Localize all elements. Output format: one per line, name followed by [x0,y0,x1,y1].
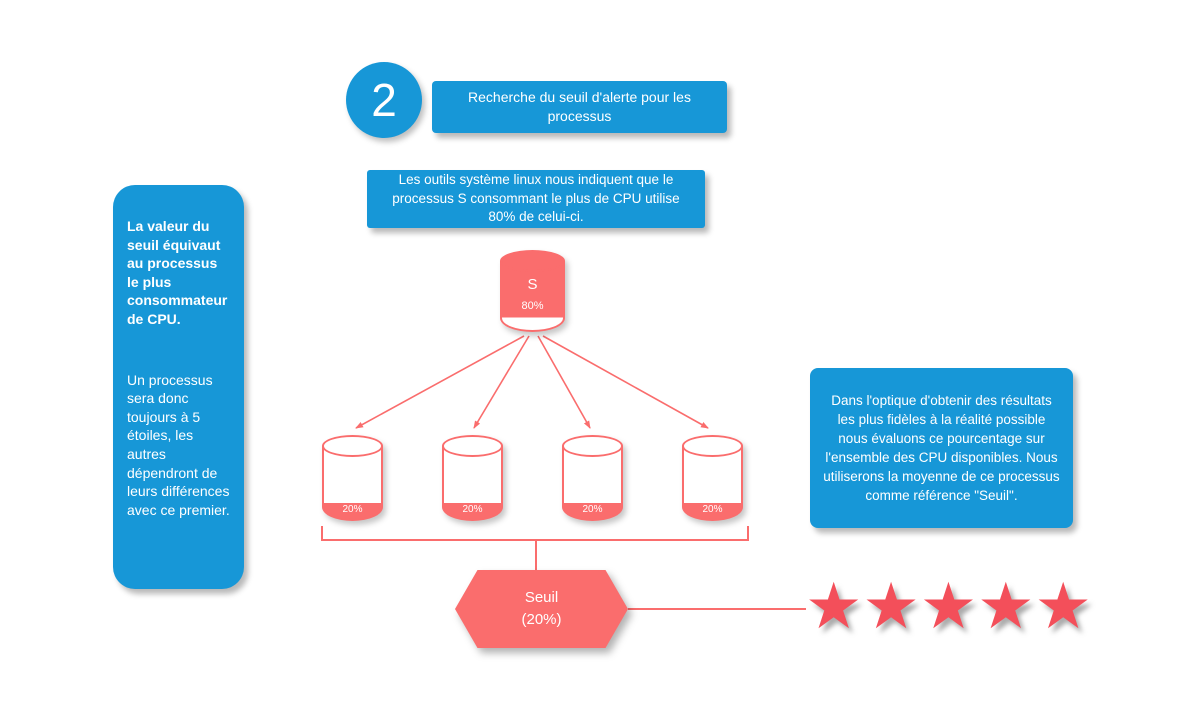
arrow-to-cpu-3 [537,335,591,429]
star-icon: ★ [805,570,863,642]
star-rating: ★★★★★ [805,566,1092,646]
cylinder-top [500,250,565,272]
intro-note-box: Les outils système linux nous indiquent … [367,170,705,228]
cylinder-body [442,446,503,521]
arrow-to-cpu-4 [542,335,709,429]
cylinder-top [322,435,383,457]
star-icon: ★ [919,570,978,642]
star-icon: ★ [862,570,920,642]
cpu-cylinder-3: 20% [562,435,623,521]
step-number-badge: 2 [346,62,422,138]
cpu-cylinder-2: 20% [442,435,503,521]
left-note-box: La valeur du seuil équivaut au processus… [113,185,244,589]
threshold-hexagon-shape: Seuil (20%) [455,570,628,648]
step-number: 2 [371,74,397,126]
arrow-to-cpu-1 [355,335,525,429]
right-note-text: Dans l'optique d'obtenir des résultats l… [823,392,1060,504]
left-note-emphasis: La valeur du seuil équivaut au processus… [127,218,228,328]
cylinder-top [682,435,743,457]
cylinder-body [682,446,743,521]
cpu-1-value: 20% [342,504,363,515]
right-note-box: Dans l'optique d'obtenir des résultats l… [810,368,1073,528]
left-note-body: Un processus sera donc toujours à 5 étoi… [127,371,230,518]
step-title-box: Recherche du seuil d'alerte pour les pro… [432,81,727,133]
cpu-cylinder-4: 20% [682,435,743,521]
intro-note-text: Les outils système linux nous indiquent … [392,171,680,225]
star-icon: ★ [977,570,1035,642]
cpu-3-value: 20% [582,504,603,515]
cpu-2-value: 20% [462,504,483,515]
cylinder-body [500,261,565,332]
threshold-label: Seuil [524,588,559,606]
threshold-value: (20%) [521,611,562,628]
cpu-4-value: 20% [702,504,723,515]
cylinder-top [442,435,503,457]
star-icon: ★ [1034,570,1092,642]
arrow-to-cpu-2 [473,335,530,429]
cylinder-top [562,435,623,457]
cylinder-body [322,446,383,521]
process-s-label: S [527,276,538,293]
threshold-hexagon: Seuil (20%) [455,570,628,648]
process-s-value: 80% [521,300,544,312]
step-title: Recherche du seuil d'alerte pour les pro… [468,89,691,124]
grouping-bracket [321,526,749,541]
cpu-cylinder-1: 20% [322,435,383,521]
process-s-cylinder: S 80% [500,250,565,332]
cylinder-body [562,446,623,521]
